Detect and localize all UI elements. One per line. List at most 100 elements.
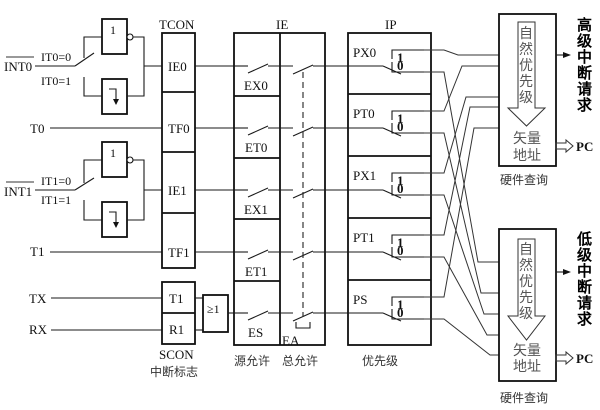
- es-switch: [247, 310, 269, 321]
- ip-high-contact: [391, 110, 424, 120]
- high-request-arrow-icon: [563, 52, 571, 58]
- ie-switch-ex1: EX1: [234, 187, 348, 217]
- ip-zero-label: 0: [397, 181, 404, 196]
- route-high-ps: [424, 127, 499, 298]
- int1-not-gate: [101, 141, 128, 178]
- tx-label: TX: [29, 291, 47, 306]
- ip-bit-label: PX1: [353, 168, 376, 183]
- low-query-caption: 硬件查询: [500, 391, 548, 405]
- ex0-switch: [247, 63, 269, 74]
- ip-one-label: 1: [397, 50, 404, 65]
- route-low-pt0: [424, 132, 499, 294]
- scon-caption: 中断标志: [150, 364, 198, 379]
- low-vector-line1: 矢量: [513, 343, 541, 359]
- rx-label: RX: [29, 322, 48, 337]
- ip-low-contact: [391, 247, 424, 258]
- int1-edge-detector: [101, 201, 128, 238]
- int0-merge-wire: [127, 36, 145, 97]
- ip-one-label: 1: [397, 297, 404, 312]
- scon-flag-t1: T1: [169, 291, 183, 306]
- ip-one-label: 1: [397, 235, 404, 250]
- low-pc-label: PC: [576, 351, 593, 366]
- ea-switch-es: [292, 311, 314, 322]
- vertical-char: 优: [519, 58, 533, 74]
- falling-edge-arrow-icon: [113, 222, 119, 228]
- int1-merge-wire: [127, 159, 145, 221]
- ie-switch-et0: ET0: [234, 125, 348, 155]
- ip-low-contact: [391, 185, 424, 196]
- ie-register: IE EX0 ET0 EX1: [233, 17, 348, 368]
- vertical-char: 级: [577, 246, 593, 264]
- ip-low-contact: [391, 123, 424, 134]
- ea-switch-et0: [292, 126, 314, 137]
- vertical-char: 先: [519, 74, 533, 90]
- or-gate-label: ≥1: [207, 302, 220, 316]
- low-pc-arrow-icon: [555, 350, 574, 366]
- it1-edge-wire: [83, 200, 102, 221]
- ex1-switch: [247, 187, 269, 198]
- ip-title: IP: [385, 17, 397, 32]
- ip-zero-label: 0: [397, 243, 404, 258]
- route-low-pt1: [424, 256, 499, 336]
- tcon-title: TCON: [159, 17, 195, 32]
- int0-label: INT0: [4, 59, 32, 74]
- tcon-box: [161, 32, 196, 269]
- low-vector-line2: 地址: [513, 359, 541, 375]
- ip-zero-label: 0: [397, 119, 404, 134]
- t1-label: T1: [30, 244, 44, 259]
- high-vector-line2: 地址: [513, 148, 541, 164]
- ea-actuator: [295, 322, 311, 329]
- falling-edge-arrow-icon: [113, 99, 119, 105]
- ea-switch-ex0: [292, 64, 314, 75]
- vertical-char: 请: [577, 80, 592, 98]
- ip-register: IP: [347, 17, 432, 346]
- vertical-char: 优: [519, 274, 533, 290]
- int1-inverter-bubble: [126, 156, 134, 164]
- es-label: ES: [248, 325, 263, 340]
- priority-routing: [424, 49, 499, 356]
- route-high-pt0: [424, 65, 499, 112]
- vertical-char: 级: [519, 306, 533, 322]
- ie-caption-global: 总允许: [282, 353, 318, 368]
- high-query-box: [498, 13, 557, 167]
- vertical-char: 请: [577, 294, 592, 312]
- ex0-label: EX0: [244, 78, 268, 93]
- tcon-flag-ie1: IE1: [168, 183, 187, 198]
- tcon-register: TCON IE0 TF0 IE1 TF1: [159, 17, 196, 269]
- scon-flag-r1: R1: [169, 322, 184, 337]
- high-vector-line1: 矢量: [513, 131, 541, 147]
- t0-label: T0: [30, 121, 44, 136]
- ip-high-contact: [391, 296, 424, 306]
- route-high-px1: [424, 96, 499, 174]
- ip-zero-label: 0: [397, 58, 404, 73]
- ie-caption-source: 源允许: [234, 353, 270, 368]
- vertical-char: 中: [577, 48, 592, 66]
- int0-inverter-bubble: [126, 33, 134, 41]
- high-pc-arrow-icon: [555, 138, 574, 154]
- tcon-flag-tf0: TF0: [168, 121, 190, 136]
- et0-switch: [247, 125, 269, 136]
- it0-selector-switch: [74, 52, 95, 67]
- int1-label: INT1: [4, 184, 32, 199]
- ip-high-contact: [391, 234, 424, 244]
- vertical-char: 低: [576, 230, 592, 248]
- route-high-pt1: [424, 106, 499, 236]
- ip-caption: 优先级: [362, 354, 398, 368]
- ip-one-label: 1: [397, 111, 404, 126]
- vertical-char: 求: [577, 96, 593, 114]
- route-low-ps: [424, 318, 499, 356]
- vertical-char: 自: [519, 242, 533, 258]
- int0-trigger-block: INT0 IT0=0 IT0=1 1: [4, 18, 162, 115]
- ie-switch-es: ES: [234, 310, 348, 340]
- ip-bit-label: PS: [353, 292, 367, 307]
- ip-high-contact: [391, 172, 424, 182]
